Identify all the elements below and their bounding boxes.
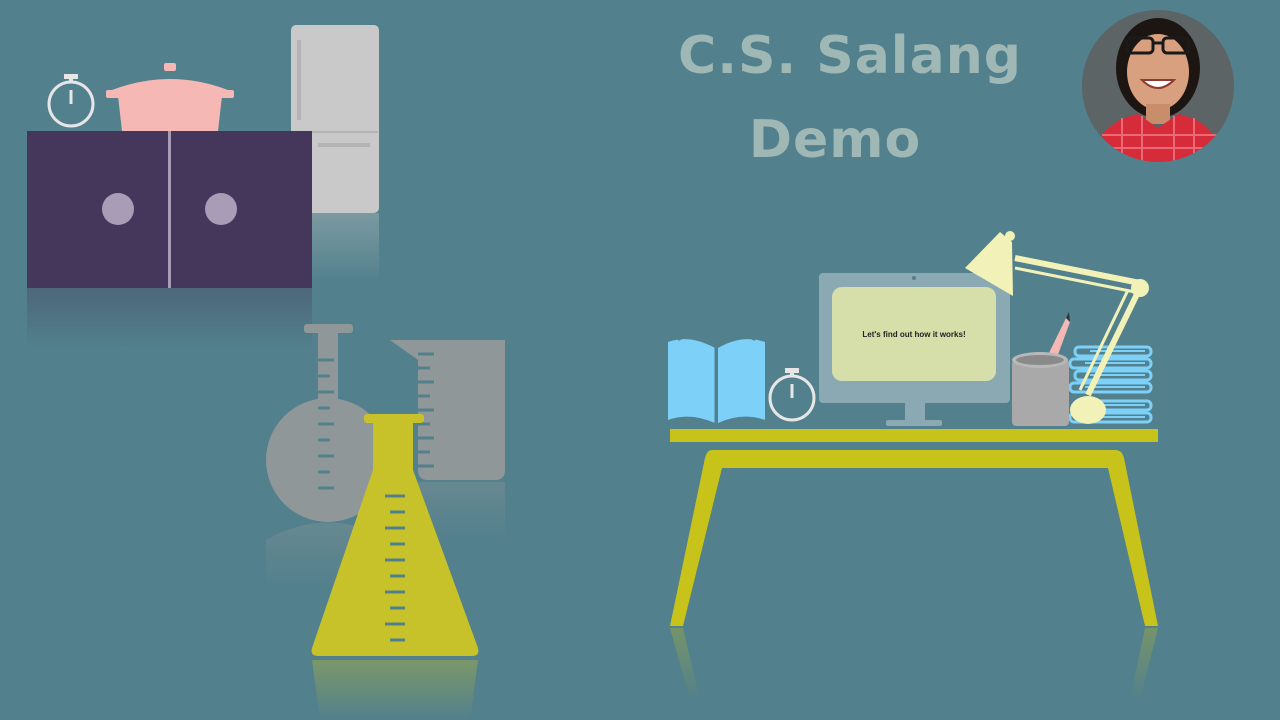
desk-lamp-icon xyxy=(965,231,1149,397)
avatar xyxy=(1082,10,1234,162)
open-book-icon xyxy=(668,334,765,423)
stopwatch-icon xyxy=(47,74,95,128)
title-line-2: Demo xyxy=(748,110,922,170)
cabinet-icon xyxy=(27,131,312,348)
pencil-cup-icon xyxy=(1012,312,1070,426)
erlenmeyer-flask-icon xyxy=(311,414,479,720)
monitor-icon xyxy=(819,273,1010,426)
desk-icon xyxy=(670,429,1158,700)
pot-icon xyxy=(106,63,234,131)
beaker-icon xyxy=(390,340,505,542)
monitor-screen-text: Let's find out how it works! xyxy=(862,329,966,339)
title-line-1: C.S. Salang xyxy=(678,26,1022,86)
stopwatch-icon xyxy=(768,368,816,422)
